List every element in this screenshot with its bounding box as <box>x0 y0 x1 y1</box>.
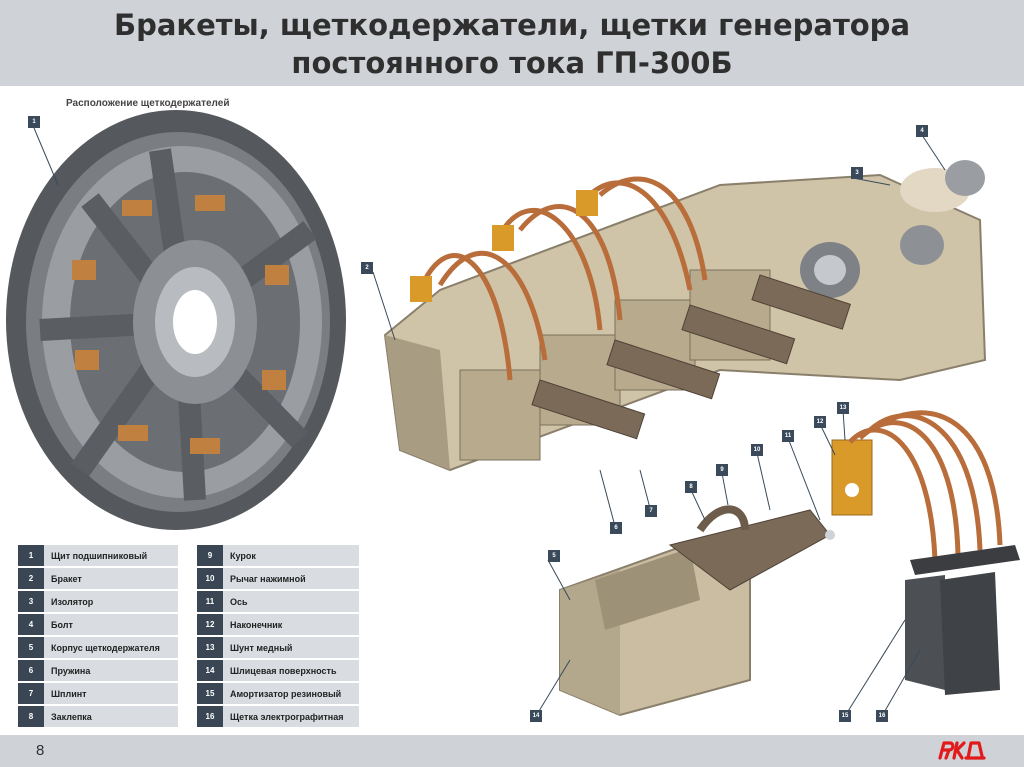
bracket-assembly-illustration <box>383 160 987 472</box>
legend-number: 15 <box>197 682 223 706</box>
brushes-illustration <box>831 410 1020 695</box>
callout-1: 1 <box>28 116 40 128</box>
bearing-shield-illustration <box>6 110 346 530</box>
legend-label: Наконечник <box>223 613 359 637</box>
legend-number: 14 <box>197 659 223 683</box>
callout-13: 13 <box>837 402 849 414</box>
legend-number: 12 <box>197 613 223 637</box>
callout-4: 4 <box>916 125 928 137</box>
legend-number: 3 <box>18 590 44 614</box>
page-title: Бракеты, щеткодержатели, щетки генератор… <box>0 6 1024 82</box>
legend-label: Амортизатор резиновый <box>223 682 359 706</box>
legend-label: Щит подшипниковый <box>44 545 178 568</box>
callout-6: 6 <box>610 522 622 534</box>
legend-number: 13 <box>197 636 223 660</box>
callout-9: 9 <box>716 464 728 476</box>
legend-number: 8 <box>18 705 44 729</box>
legend-label: Болт <box>44 613 178 637</box>
legend-label: Пружина <box>44 659 178 683</box>
legend-number: 6 <box>18 659 44 683</box>
legend-number: 11 <box>197 590 223 614</box>
legend-number: 5 <box>18 636 44 660</box>
title-line-2: постоянного тока ГП-300Б <box>291 46 733 80</box>
legend-label: Щетка электрографитная <box>223 705 359 729</box>
title-line-1: Бракеты, щеткодержатели, щетки генератор… <box>113 8 911 42</box>
callout-14: 14 <box>530 710 542 722</box>
brush-holder-illustration <box>559 505 835 717</box>
legend-label: Изолятор <box>44 590 178 614</box>
legend-number: 10 <box>197 567 223 591</box>
diagram-subtitle: Расположение щеткодержателей <box>66 98 230 109</box>
legend-number: 2 <box>18 567 44 591</box>
header-bar <box>0 0 1024 86</box>
callout-10: 10 <box>751 444 763 456</box>
legend-label: Курок <box>223 545 359 568</box>
callout-2: 2 <box>361 262 373 274</box>
footer-bar <box>0 735 1024 767</box>
legend-label: Шунт медный <box>223 636 359 660</box>
legend-number: 16 <box>197 705 223 729</box>
leader-lines <box>33 127 946 717</box>
legend-label: Бракет <box>44 567 178 591</box>
legend-label: Рычаг нажимной <box>223 567 359 591</box>
callout-5: 5 <box>548 550 560 562</box>
legend-number: 7 <box>18 682 44 706</box>
page-number: 8 <box>36 742 45 759</box>
callout-16: 16 <box>876 710 888 722</box>
callout-8: 8 <box>685 481 697 493</box>
legend-label: Корпус щеткодержателя <box>44 636 178 660</box>
callout-12: 12 <box>814 416 826 428</box>
legend-label: Заклепка <box>44 705 178 729</box>
rzd-logo-icon <box>938 741 986 760</box>
callout-15: 15 <box>839 710 851 722</box>
legend-number: 1 <box>18 545 44 568</box>
legend-label: Шлицевая поверхность <box>223 659 359 683</box>
callout-11: 11 <box>782 430 794 442</box>
callout-3: 3 <box>851 167 863 179</box>
legend-label: Шплинт <box>44 682 178 706</box>
legend-number: 9 <box>197 545 223 568</box>
legend-number: 4 <box>18 613 44 637</box>
legend-label: Ось <box>223 590 359 614</box>
technical-illustration <box>6 110 1020 717</box>
callout-7: 7 <box>645 505 657 517</box>
